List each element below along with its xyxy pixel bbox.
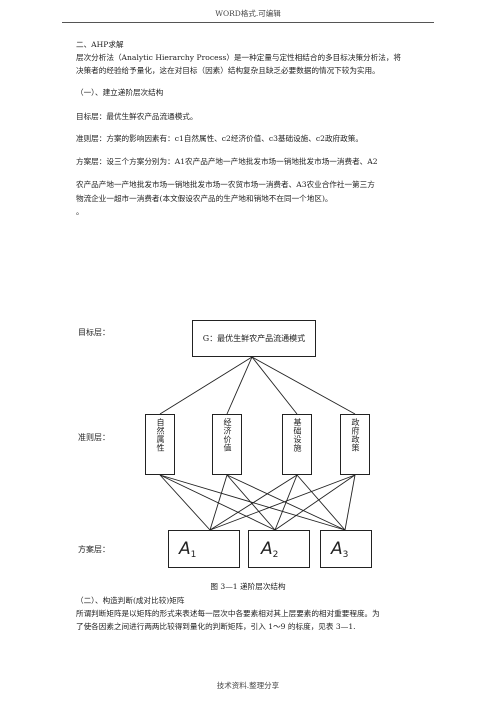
scheme-label-a1: A1: [179, 539, 197, 560]
level-label-goal: 目标层：: [78, 328, 110, 337]
intro-line-2: 决策者的经验给予量化，这在对目标（因素）结构复杂且缺乏必要数据的情况下较为实用。: [76, 66, 380, 75]
scheme-box-a1: A1: [168, 530, 240, 568]
stray-mark: 。: [76, 207, 84, 216]
scheme-label-a2: A2: [261, 539, 279, 560]
c1-to-a3: [159, 474, 346, 531]
tail-line-2: 了使各因素之间进行两两比较得到量化的判断矩阵，引入 1～9 的标度，见表 3—1…: [76, 622, 356, 631]
criterion-box-policy: 政府政策: [340, 414, 370, 475]
criterion-box-natural: 自然属性: [145, 414, 175, 475]
c1-to-a1: [159, 474, 211, 531]
level-label-criteria: 准则层：: [78, 433, 110, 442]
c2-to-a2: [226, 474, 276, 531]
c4-to-a1: [209, 474, 356, 531]
level-label-scheme: 方案层：: [78, 545, 110, 554]
goal-box: G：最优生鲜农产品流通模式: [192, 320, 316, 357]
page-header: WORD格式.可编辑: [215, 9, 281, 18]
subsection-2-title: （二）、构造判断(成对比较)矩阵: [76, 596, 185, 605]
scheme-box-a3: A3: [320, 530, 372, 568]
c3-to-a2: [274, 474, 298, 531]
tail-line-1: 所谓判断矩阵是以矩阵的形式来表述每一层次中各要素相对其上层要素的相对重要程度。为: [76, 609, 380, 618]
scheme-label-a3: A3: [331, 539, 349, 560]
criterion-label: 基础设施: [293, 418, 302, 452]
c3-to-a3: [296, 474, 346, 531]
criterion-box-infrastructure: 基础设施: [282, 414, 312, 475]
goal-to-c1: [159, 356, 253, 415]
header-rule: [62, 22, 434, 23]
criterion-box-economic: 经济价值: [212, 414, 242, 475]
c2-to-a1: [209, 474, 228, 531]
scheme-line-2: 农产品产地一产地批发市场一销地批发市场一农贸市场一消费者、A3农业合作社一第三方: [76, 180, 375, 189]
figure-caption: 图 3—1 递阶层次结构: [210, 582, 286, 591]
criteria-layer-text: 准则层：方案的影响因素有：c1自然属性、c2经济价值、c3基础设施、c2政府政策…: [76, 134, 363, 143]
subsection-1-title: （一）、建立递阶层次结构: [76, 88, 164, 97]
scheme-line-3: 物流企业一超市一消费者(本文假设农产品的生产地和销地不在同一个地区)。: [76, 194, 333, 203]
c1-to-a2: [159, 474, 276, 531]
goal-to-c4: [251, 356, 356, 415]
section-title: 二、AHP求解: [76, 40, 124, 49]
page-footer: 技术资料.整理分享: [216, 681, 280, 690]
criterion-label: 经济价值: [223, 418, 232, 452]
c3-to-a1: [209, 474, 298, 531]
c4-to-a3: [344, 474, 356, 531]
c4-to-a2: [274, 474, 356, 531]
scheme-box-a2: A2: [248, 530, 310, 568]
goal-to-c2: [226, 356, 253, 415]
criterion-label: 自然属性: [156, 418, 165, 452]
criterion-label: 政府政策: [351, 418, 360, 452]
goal-to-c3: [251, 356, 298, 415]
goal-layer-text: 目标层：最优生鲜农产品流通模式。: [76, 112, 198, 121]
scheme-line-1: 方案层：设三个方案分别为：A1农产品产地一产地批发市场一销地批发市场一消费者、A…: [76, 157, 378, 166]
intro-line-1: 层次分析法（Analytic Hierarchy Process）是一种定量与定…: [76, 53, 402, 62]
